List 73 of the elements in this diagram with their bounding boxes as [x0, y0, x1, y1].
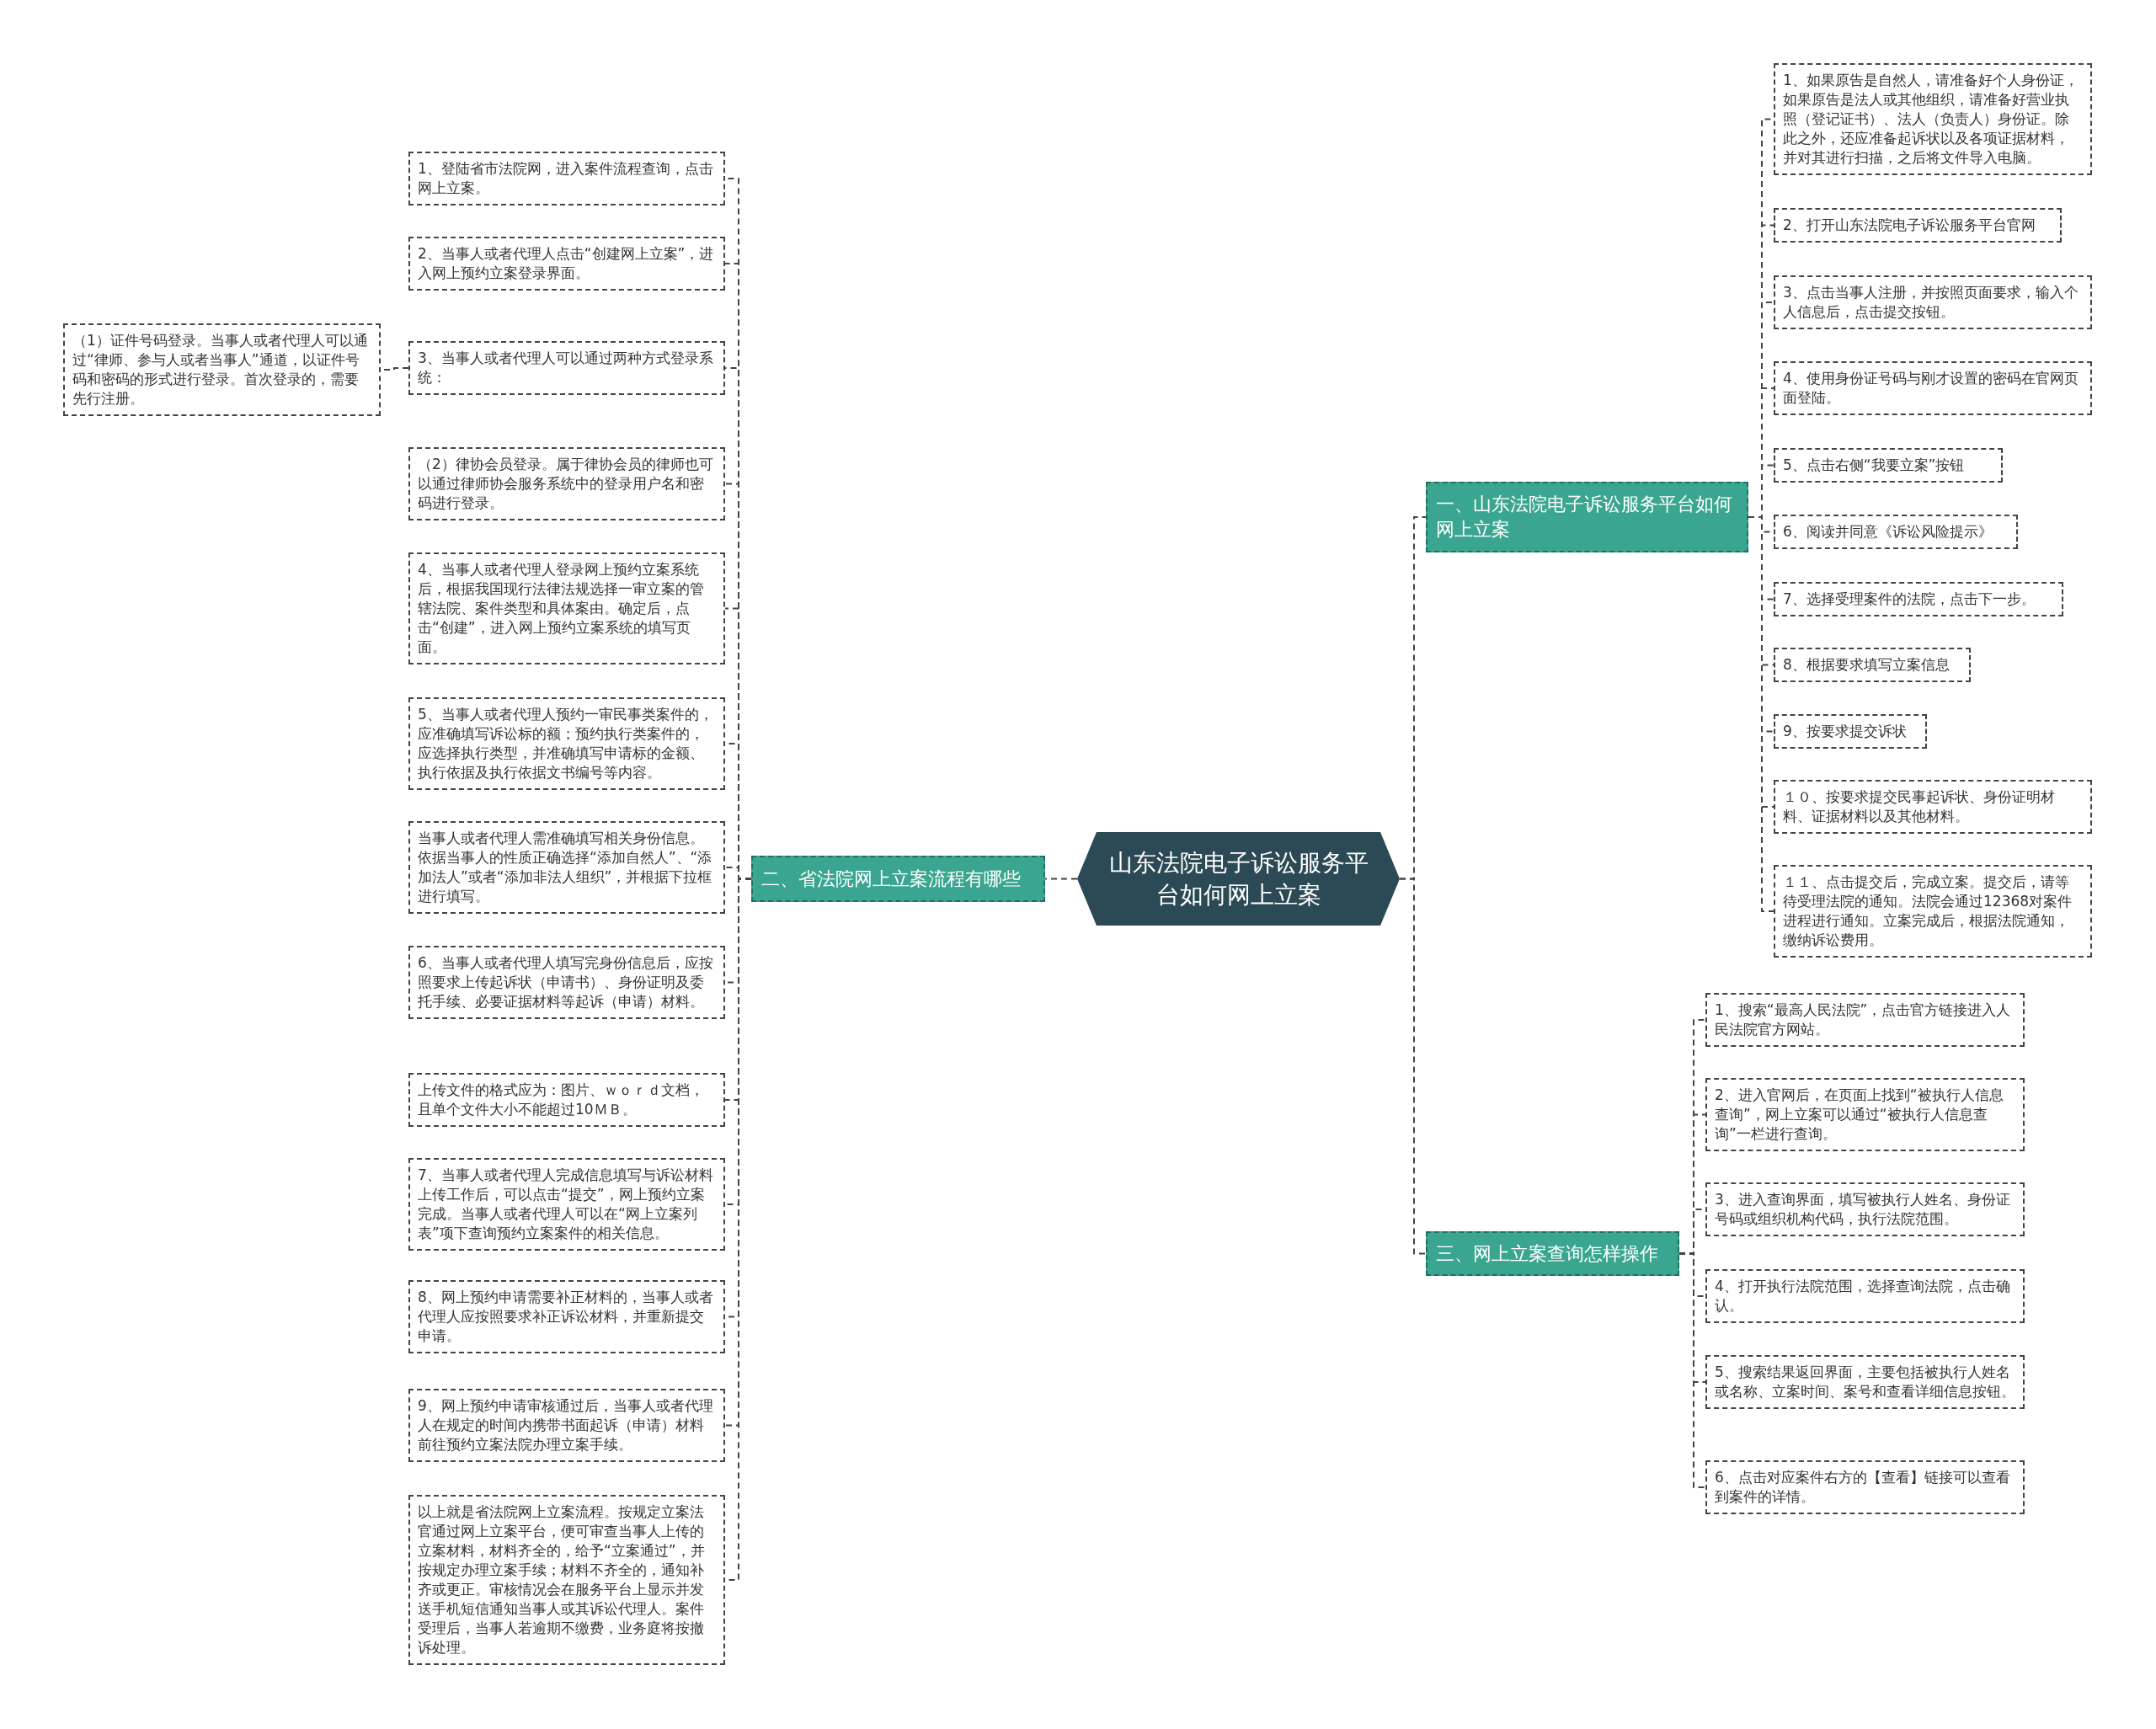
- note-text: 5、点击右侧“我要立案”按钮: [1783, 456, 1965, 473]
- note-text: 8、根据要求填写立案信息: [1783, 656, 1950, 673]
- branch-text: 三、网上立案查询怎样操作: [1436, 1241, 1658, 1266]
- note-box: [63, 323, 381, 416]
- note-box: [408, 1158, 725, 1251]
- note-box: [408, 447, 725, 520]
- central-topic: [1077, 832, 1400, 926]
- connector-line: [1044, 878, 1078, 880]
- note-box: [1774, 648, 1971, 682]
- connector-line: [1678, 1252, 1706, 1488]
- note-text: 上传文件的格式应为：图片、ｗｏｒｄ文档，且单个文件大小不能超过10ＭＢ。: [418, 1081, 704, 1118]
- note-box: [1774, 63, 2092, 175]
- note-box: [1774, 780, 2092, 834]
- note-text: （1）证件号码登录。当事人或者代理人可以通过“律师、参与人或者当事人”通道，以证件号码和密码的形式进行登录。首次登录的，需要先行注册。: [72, 332, 368, 407]
- note-text: １１、点击提交后，完成立案。提交后，请等待受理法院的通知。法院会通过12368对案件进程进行通知。立案完成后，根据法院通知，缴纳诉讼费用。: [1783, 873, 2073, 948]
- branch-text: 二、省法院网上立案流程有哪些: [761, 867, 1021, 891]
- note-text: 6、点击对应案件右方的【查看】链接可以查看到案件的详情。: [1715, 1469, 2010, 1505]
- note-text: 3、进入查询界面，填写被执行人姓名、身份证号码或组织机构代码，执行法院范围。: [1715, 1191, 2010, 1227]
- note-box: [408, 152, 725, 205]
- note-box: [1774, 275, 2092, 329]
- note-box: [408, 552, 725, 664]
- note-box: [1774, 448, 2003, 483]
- note-text: 4、当事人或者代理人登录网上预约立案系统后，根据我国现行法律法规选择一审立案的管辖法院、案件类型和具体案由。确定后，点击“创建”，进入网上预约立案系统的填写页面。: [418, 561, 704, 655]
- note-box: [408, 1495, 725, 1665]
- branch-topic: [1426, 1231, 1679, 1276]
- note-box: [1705, 1078, 2025, 1151]
- note-box: [408, 341, 725, 395]
- note-text: 8、网上预约申请需要补正材料的，当事人或者代理人应按照要求补正诉讼材料，并重新提交申请。: [418, 1289, 713, 1344]
- note-box: [408, 1389, 725, 1462]
- note-text: 当事人或者代理人需准确填写相关身份信息。依据当事人的性质正确选择“添加自然人”、“添加法人”或者“添加非法人组织”，并根据下拉框进行填写。: [418, 830, 712, 905]
- topic-text: 山东法院电子诉讼服务平台如何网上立案: [1107, 847, 1369, 910]
- note-text: 1、登陆省市法院网，进入案件流程查询，点击网上立案。: [418, 160, 713, 196]
- note-text: 1、如果原告是自然人，请准备好个人身份证，如果原告是法人或其他组织，请准备好营业执照（登记证书）、法人（负责人）身份证。除此之外，还应准备起诉状以及各项证据材料，并对其进行扫描，之后将文件导入电脑。: [1783, 72, 2079, 166]
- branch-text: 一、山东法院电子诉讼服务平台如何网上立案: [1436, 493, 1733, 542]
- note-box: [1774, 714, 1927, 749]
- note-box: [1774, 361, 2092, 415]
- note-text: 以上就是省法院网上立案流程。按规定立案法官通过网上立案平台，便可审查当事人上传的立案材料，材料齐全的，给予“立案通过”，并按规定办理立案手续；材料不齐全的，通知补齐或更正。审核情况会在服务平台上显示并发送手机短信通知当事人或其诉讼代理人。案件受理后，当事人若逾期不缴费，业务庭将按撤诉处理。: [418, 1503, 705, 1656]
- note-text: 9、按要求提交诉状: [1783, 723, 1907, 739]
- note-text: 6、阅读并同意《诉讼风险提示》: [1783, 523, 1993, 540]
- note-box: [1774, 582, 2063, 616]
- note-box: [408, 697, 725, 790]
- note-text: 3、点击当事人注册，并按照页面要求，输入个人信息后，点击提交按钮。: [1783, 284, 2079, 320]
- note-box: [408, 1280, 725, 1353]
- note-text: 9、网上预约申请审核通过后，当事人或者代理人在规定的时间内携带书面起诉（申请）材料前往预约立案法院办理立案手续。: [418, 1397, 713, 1453]
- note-box: [408, 237, 725, 291]
- note-text: 5、搜索结果返回界面，主要包括被执行人姓名或名称、立案时间、案号和查看详细信息按钮。: [1715, 1363, 2015, 1400]
- note-text: １０、按要求提交民事起诉状、身份证明材料、证据材料以及其他材料。: [1783, 788, 2055, 824]
- note-box: [408, 821, 725, 914]
- branch-topic: [1426, 482, 1748, 552]
- note-text: 5、当事人或者代理人预约一审民事类案件的，应准确填写诉讼标的额；预约执行类案件的，应选择执行类型，并准确填写申请标的金额、执行依据及执行依据文书编号等内容。: [418, 706, 713, 781]
- note-text: 6、当事人或者代理人填写完身份信息后，应按照要求上传起诉状（申请书）、身份证明及委托手续、必要证据材料等起诉（申请）材料。: [418, 954, 713, 1010]
- connector-line: [1399, 878, 1427, 1255]
- note-box: [408, 1073, 725, 1127]
- note-box: [1774, 515, 2018, 549]
- note-box: [1705, 1355, 2025, 1409]
- note-text: 2、打开山东法院电子诉讼服务平台官网: [1783, 216, 2036, 233]
- note-box: [1774, 208, 2062, 243]
- note-box: [1705, 993, 2025, 1047]
- note-box: [1705, 1269, 2025, 1323]
- branch-topic: [751, 856, 1045, 902]
- note-text: （2）律协会员登录。属于律协会员的律师也可以通过律师协会服务系统中的登录用户名和密码进行登录。: [418, 456, 713, 511]
- note-text: 7、当事人或者代理人完成信息填写与诉讼材料上传工作后，可以点击“提交”，网上预约立案完成。当事人或者代理人可以在“网上立案列表”项下查询预约立案案件的相关信息。: [418, 1166, 713, 1241]
- note-text: 2、进入官网后，在页面上找到“被执行人信息查询”，网上立案可以通过“被执行人信息查询”一栏进行查询。: [1715, 1086, 2004, 1142]
- note-text: 4、使用身份证号码与刚才设置的密码在官网页面登陆。: [1783, 370, 2079, 406]
- note-text: 4、打开执行法院范围，选择查询法院，点击确认。: [1715, 1278, 2010, 1314]
- note-box: [408, 946, 725, 1019]
- note-box: [1774, 865, 2092, 958]
- note-text: 1、搜索“最高人民法院”，点击官方链接进入人民法院官方网站。: [1715, 1001, 2011, 1038]
- note-box: [1705, 1182, 2025, 1236]
- note-text: 7、选择受理案件的法院，点击下一步。: [1783, 590, 2036, 607]
- note-text: 3、当事人或者代理人可以通过两种方式登录系统：: [418, 350, 713, 386]
- note-text: 2、当事人或者代理人点击“创建网上立案”，进入网上预约立案登录界面。: [418, 245, 714, 281]
- note-box: [1705, 1460, 2025, 1514]
